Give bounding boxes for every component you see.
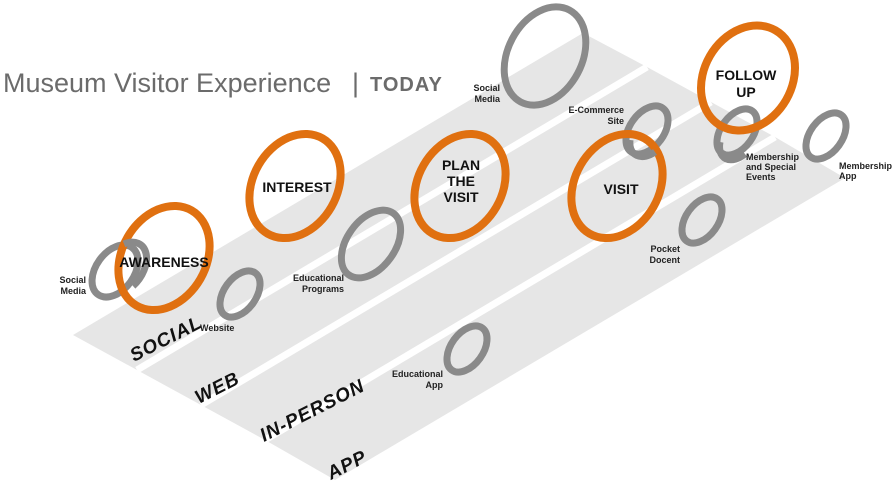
lane-social <box>73 33 647 370</box>
lane-app <box>265 137 845 480</box>
stage-rings <box>114 21 799 315</box>
stage-ring-interest <box>245 129 345 243</box>
stage-label-awareness: AWARENESS <box>119 254 208 270</box>
touchpoint-overlap-social-media <box>122 238 151 289</box>
lane-divider <box>199 98 713 409</box>
touch-label-ecommerce-b: Site <box>607 116 624 126</box>
touch-label-social-media-1a: Social <box>59 275 86 285</box>
touch-label-pocket-docent-a: Pocket <box>650 244 680 254</box>
touch-label-social-media-2b: Media <box>474 94 501 104</box>
lane-divider <box>263 133 777 444</box>
stage-label-interest: INTEREST <box>262 179 332 195</box>
stage-ring-plan <box>410 129 510 243</box>
touchpoint-ring-educational-programs <box>337 206 405 282</box>
touch-label-educational-programs-a: Educational <box>293 273 344 283</box>
touch-label-pocket-docent-b: Docent <box>649 255 680 265</box>
stage-label-plan-2: THE <box>447 173 475 189</box>
touchpoint-ring-membership-app <box>802 109 850 163</box>
touch-label-ecommerce-a: E-Commerce <box>568 105 624 115</box>
stage-label-follow-up-1: FOLLOW <box>716 67 777 83</box>
touch-label-educational-app-a: Educational <box>392 369 443 379</box>
touch-label-membership-app-a: Membership <box>839 161 893 171</box>
touchpoint-ring-pocket-docent <box>678 193 726 247</box>
stage-labels: AWARENESS INTEREST PLAN THE VISIT VISIT … <box>119 67 777 270</box>
stage-ring-follow-up <box>697 21 799 135</box>
stage-ring-awareness <box>114 201 214 315</box>
touch-label-educational-app-b: App <box>426 380 444 390</box>
stage-label-follow-up-2: UP <box>736 84 755 100</box>
stage-label-visit: VISIT <box>603 181 638 197</box>
title-main: Museum Visitor Experience <box>3 68 331 98</box>
touch-label-membership-events-b: and Special <box>746 162 796 172</box>
lanes <box>73 33 845 480</box>
touch-label-educational-programs-b: Programs <box>302 284 344 294</box>
lane-web <box>137 67 711 405</box>
touch-label-website: Website <box>200 323 234 333</box>
title-separator: | <box>352 68 359 98</box>
touchpoint-overlap-ecommerce <box>626 139 657 161</box>
stage-ring-visit <box>567 129 667 243</box>
lane-in-person <box>201 102 775 440</box>
touch-label-membership-app-b: App <box>839 171 857 181</box>
touch-label-social-media-1b: Media <box>60 286 87 296</box>
touchpoint-rings <box>88 3 850 376</box>
touchpoint-ring-social-media <box>88 241 142 301</box>
touch-label-membership-events-c: Events <box>746 172 776 182</box>
touchpoint-ring-website <box>216 267 264 321</box>
lane-divider <box>135 63 649 374</box>
touchpoint-ring-social-media-2 <box>500 3 590 109</box>
touchpoint-overlap-arcs <box>122 139 748 289</box>
touchpoint-ring-educational-app <box>443 322 491 376</box>
title-sub: TODAY <box>370 74 443 96</box>
touch-label-social-media-2a: Social <box>473 83 500 93</box>
touchpoint-labels: Social Media Educational Programs Social… <box>59 83 892 390</box>
touch-label-membership-events-a: Membership <box>746 152 800 162</box>
title: Museum Visitor Experience | TODAY <box>3 68 443 98</box>
stage-label-plan-3: VISIT <box>443 189 478 205</box>
touchpoint-overlap-membership <box>716 141 748 164</box>
stage-label-plan-1: PLAN <box>442 157 480 173</box>
